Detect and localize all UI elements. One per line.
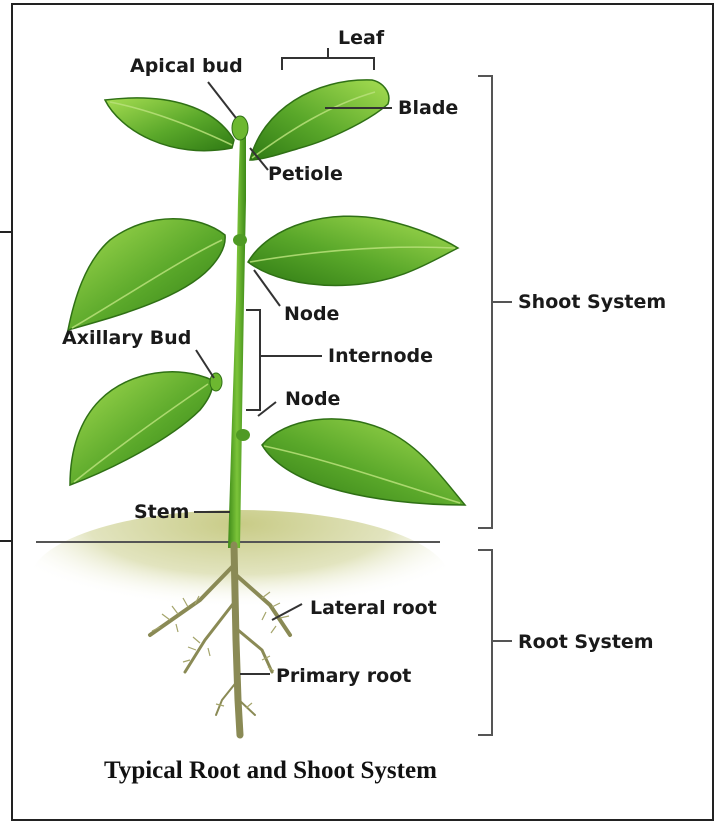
node-lower-mark [236,429,250,441]
stem [228,135,246,548]
label-internode: Internode [328,345,433,367]
label-node-upper: Node [284,303,339,325]
leaves [68,80,465,505]
label-leaf: Leaf [338,27,385,49]
label-lateral-root: Lateral root [310,597,437,619]
label-primary-root: Primary root [276,665,411,687]
leaf-lower-right [262,419,465,505]
label-axillary-bud: Axillary Bud [62,327,191,349]
label-apical-bud: Apical bud [130,55,243,77]
apical-bud [232,116,248,140]
label-node-lower: Node [285,388,340,410]
leaf-middle-right [248,216,458,285]
leaf-middle-left [68,219,225,330]
node-upper-mark [233,234,247,246]
label-stem: Stem [134,501,189,523]
label-root-system: Root System [518,631,654,653]
label-shoot-system: Shoot System [518,291,666,313]
leaf-top-right [250,80,389,160]
label-petiole: Petiole [268,163,343,185]
label-blade: Blade [398,97,458,119]
figure-caption: Typical Root and Shoot System [104,757,437,784]
